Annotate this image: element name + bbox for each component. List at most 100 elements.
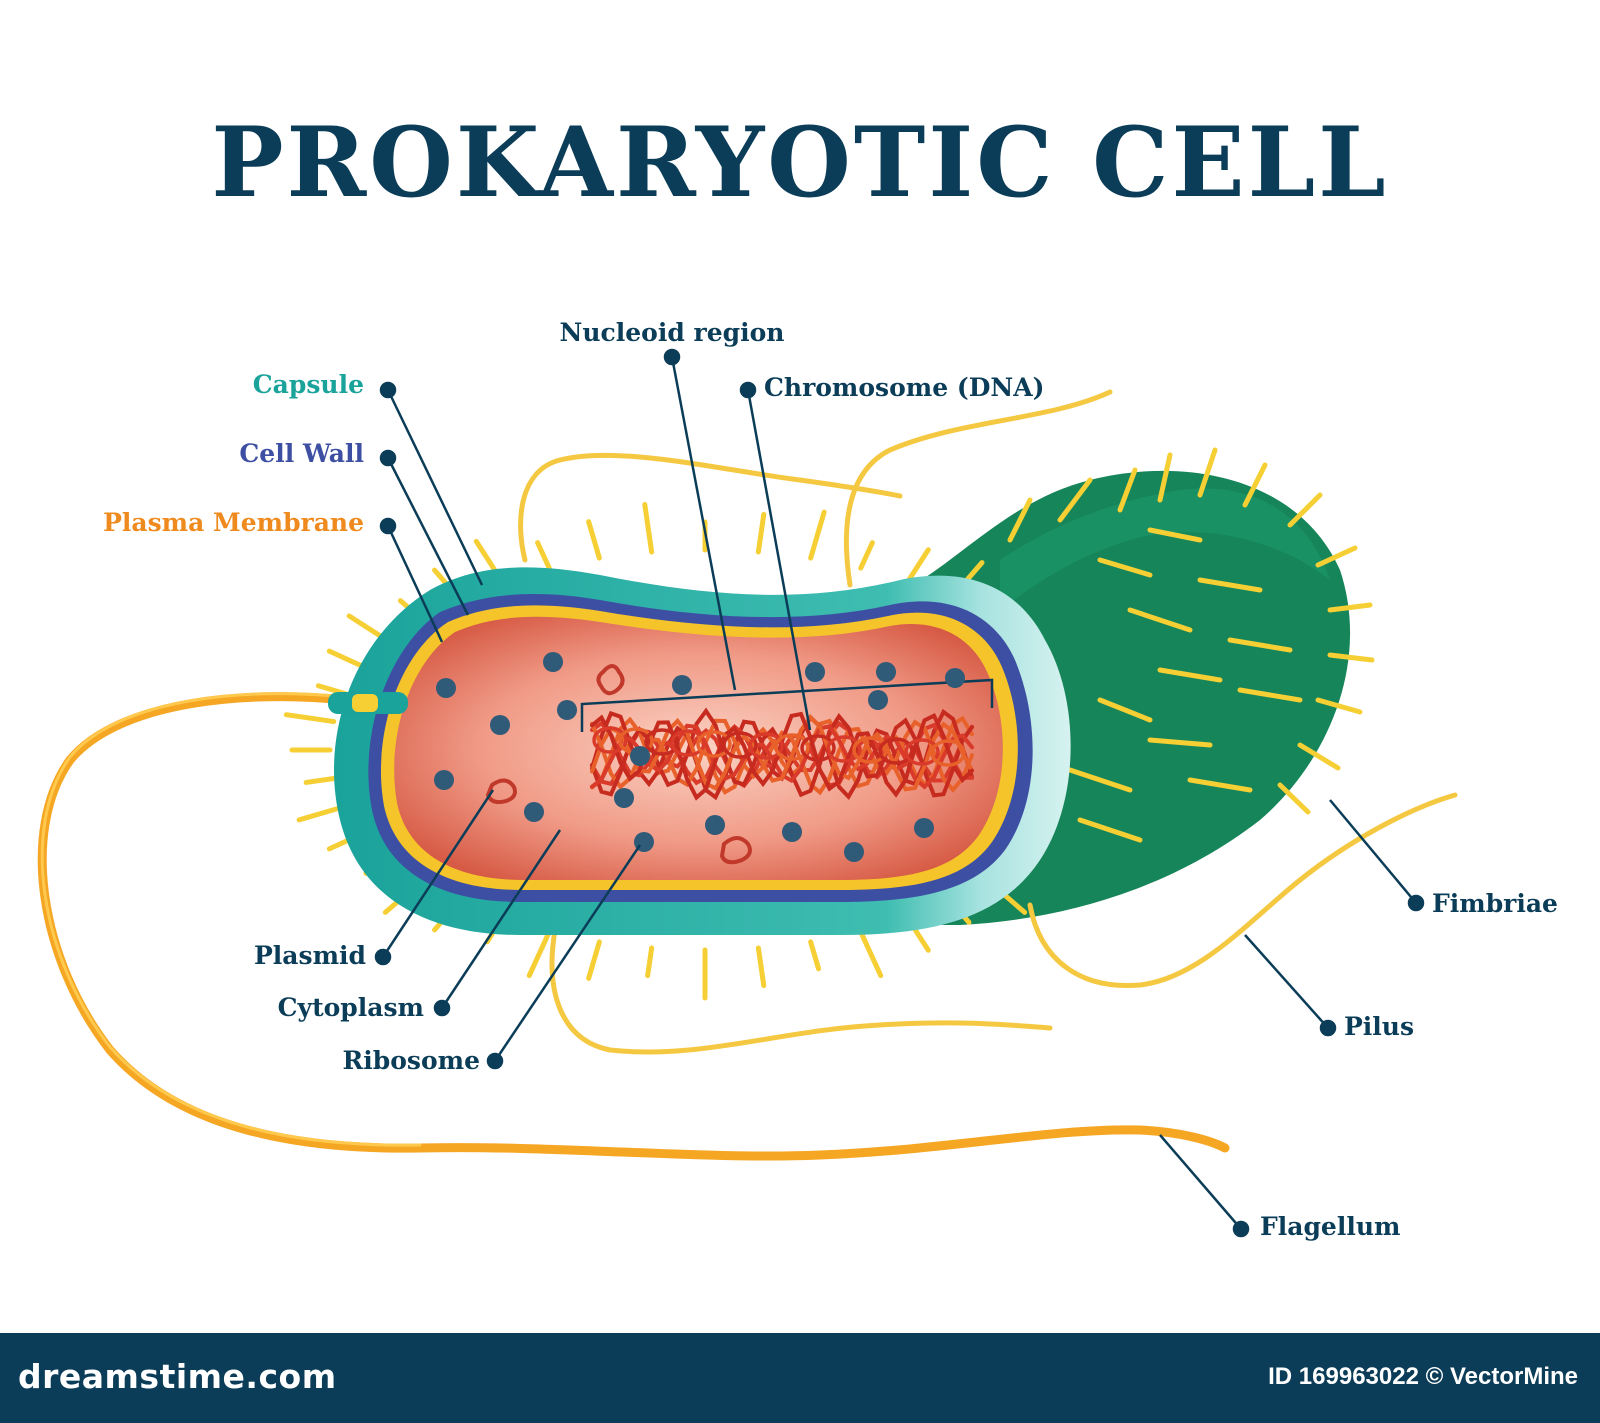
leader-line [386,389,484,586]
dna-loop [722,731,758,759]
leader-line [670,356,737,691]
fimbria [858,540,875,571]
fimbria [1197,577,1263,593]
fimbria [1007,497,1033,543]
fimbria [642,502,655,555]
label-fimbriae: Fimbriae [1432,889,1558,918]
leader-line [493,844,642,1062]
fimbria [858,929,884,979]
label-chromosome: Chromosome (DNA) [764,373,1044,402]
fimbria [1117,467,1138,513]
flagellum [37,692,1230,1161]
dna-loop [592,726,628,754]
leader-dot [433,999,451,1017]
dna-strand [590,714,974,792]
label-capsule: Capsule [253,370,364,399]
leader-line [386,525,444,643]
plasmids [485,664,752,865]
leader-line [1159,1134,1242,1230]
leader-dot [1407,894,1425,912]
leader-line [381,789,495,958]
back-cell-fimbriae [1007,447,1375,843]
leader-dot [374,948,392,966]
capsule-pore [328,692,408,714]
fimbria [1097,697,1153,723]
fimbria [535,540,552,571]
plasmid-3 [719,836,752,865]
ribosome [805,662,825,682]
dna-loop [852,736,888,764]
fimbria [1097,557,1153,578]
leader-dot [663,348,681,366]
fimbria [1227,637,1293,653]
leader-dot [486,1052,504,1070]
ribosome [914,818,934,838]
fimbria [283,712,337,725]
label-pilus: Pilus [1344,1012,1414,1041]
nucleoid-bracket [580,678,994,732]
fimbria [526,929,552,979]
ribosome [436,678,456,698]
fimbria [1327,602,1373,613]
label-cell-wall: Cell Wall [239,439,364,468]
leader-dot [379,517,397,535]
label-cytoplasm: Cytoplasm [278,993,424,1022]
ribosomes [434,652,965,862]
ribosome [614,788,634,808]
pilus-1 [518,452,903,563]
leader-dot [739,381,757,399]
ribosome [782,822,802,842]
fimbria [1077,817,1143,843]
ribosome [868,690,888,710]
fimbria [808,509,827,561]
leader-lines [374,348,1425,1238]
dna-loop [748,732,784,760]
fimbria [303,775,337,785]
fimbria [326,648,367,670]
ribosome [543,652,563,672]
dna-loop [878,737,914,765]
label-plasma-membrane: Plasma Membrane [103,508,364,537]
pilus-3 [549,927,1053,1055]
fimbria [1147,737,1213,748]
fimbria [1057,477,1093,523]
ribosome [434,770,454,790]
plasmid-2 [485,778,517,805]
fimbria [1157,452,1173,503]
pilus-4 [1027,792,1458,989]
pilus-2 [843,389,1113,588]
label-ribosome: Ribosome [342,1046,480,1075]
ribosome [945,668,965,688]
fimbria [645,945,655,979]
dna-strand [590,718,974,796]
label-plasmid: Plasmid [254,941,366,970]
ribosome [844,842,864,862]
dna-loop [930,739,966,767]
fimbria [1197,447,1218,498]
chromosome-dna [590,707,974,801]
pili [518,389,1458,1055]
flagellum-highlight [40,692,422,1147]
page-title: PROKARYOTIC CELL [211,106,1388,219]
leader-line [746,389,812,731]
fimbria [1287,492,1323,528]
leader-dot [379,449,397,467]
fimbria [1067,767,1133,793]
fimbria [755,945,767,989]
fimbria [1242,462,1268,508]
ribosome [876,662,896,682]
ribosome [490,715,510,735]
fimbria [586,519,602,561]
dna-loop [904,738,940,766]
label-nucleoid-region: Nucleoid region [560,318,785,347]
leader-dot [1232,1220,1250,1238]
dna-loop [670,729,706,757]
ribosome [557,700,577,720]
fimbria [755,511,767,555]
leader-dot [379,381,397,399]
watermark-id-credit: ID 169963022 © VectorMine [1268,1363,1578,1390]
fimbria [1277,782,1311,815]
leader-line [440,829,562,1009]
fimbria [1127,607,1193,633]
fimbria [1327,652,1375,663]
